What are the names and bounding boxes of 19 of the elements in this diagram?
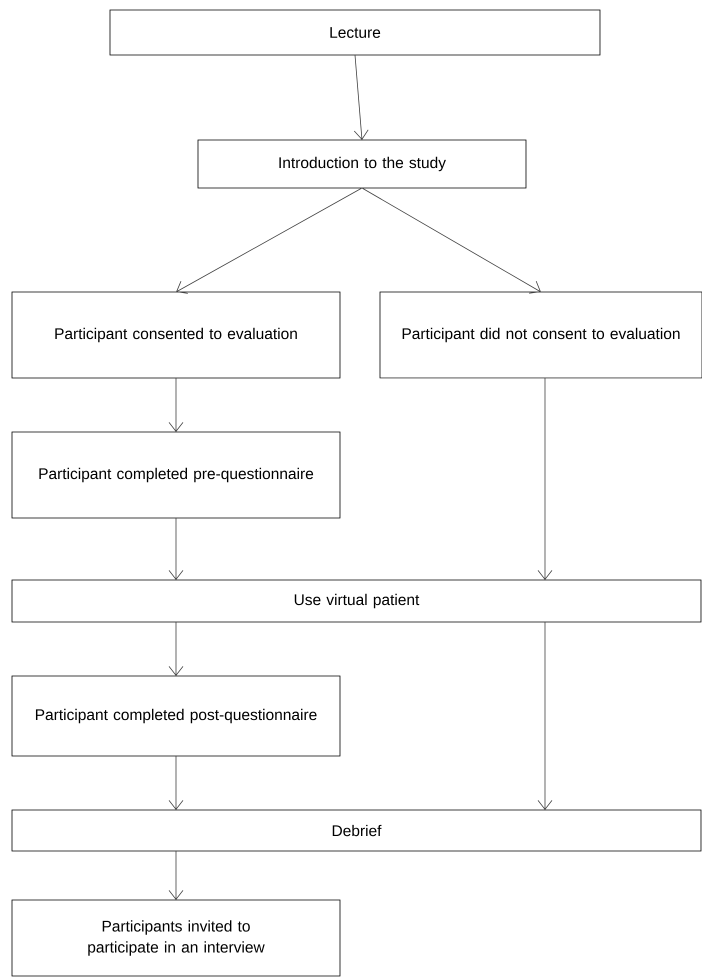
process-box: Lecture <box>110 10 600 56</box>
arrow <box>538 622 552 810</box>
process-box: Participants invited to participate in an interview <box>12 900 340 976</box>
process-box: Use virtual patient <box>12 580 702 622</box>
process-box: Participant did not consent to evaluation <box>380 292 702 378</box>
process-box: Debrief <box>12 810 702 852</box>
arrow <box>168 756 184 810</box>
arrow <box>168 622 184 676</box>
arrow <box>176 188 362 294</box>
arrow <box>354 54 369 140</box>
arrow <box>168 850 184 900</box>
process-box: Introduction to the study <box>198 140 526 188</box>
arrow <box>538 378 552 580</box>
process-box: Participant completed post-questionnaire <box>12 676 340 756</box>
process-box: Participant completed pre-questionnaire <box>12 432 340 518</box>
process-box: Participant consented to evaluation <box>12 292 340 378</box>
arrow <box>362 188 541 294</box>
arrow <box>168 518 184 580</box>
arrow <box>168 378 184 432</box>
